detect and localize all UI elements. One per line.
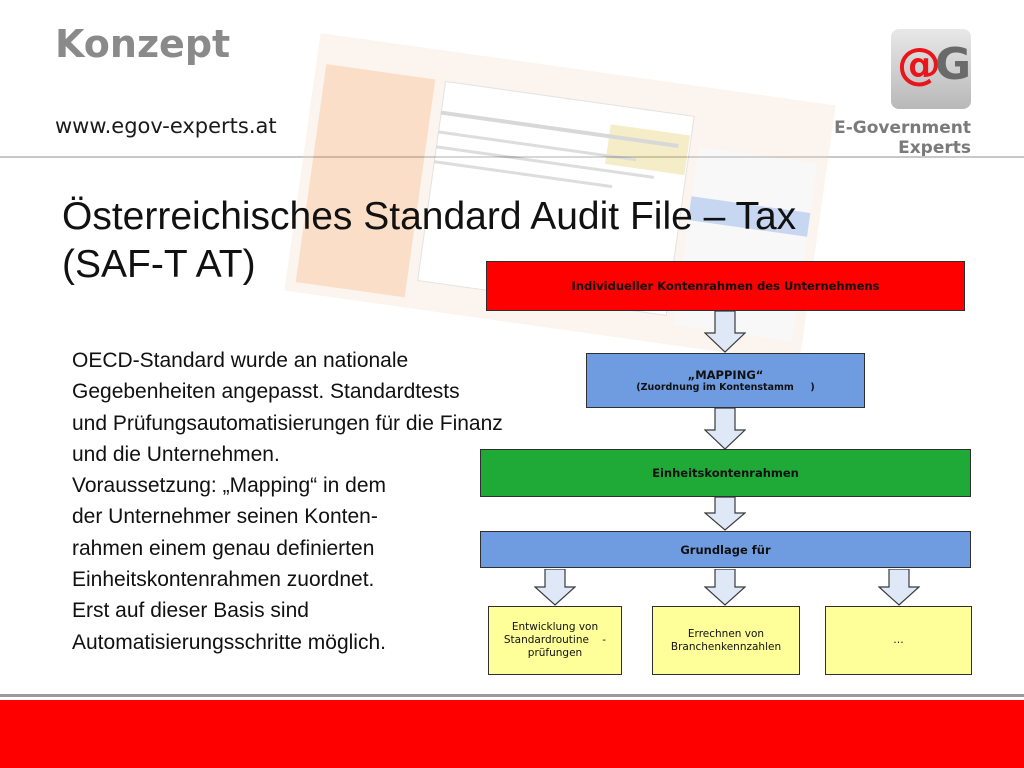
body-text: OECD-Standard wurde an nationale Gegeben… [72,345,612,658]
section-title: Konzept [55,22,231,66]
slide-title-line2: (SAF-T AT) [62,243,256,286]
body-line: OECD-Standard wurde an nationale [72,349,409,372]
website-url: www.egov-experts.at [55,114,277,138]
box-individual-chart-of-accounts-label: Individueller Kontenrahmen des Unternehm… [571,279,880,293]
body-line: rahmen einem genau definierten [72,536,375,560]
down-arrow-icon [704,569,746,606]
body-line: und Prüfungsautomatisierungen für die Fi… [72,411,503,435]
egov-logo: @G [891,29,971,109]
box-mapping: „MAPPING“ (Zuordnung im Kontenstamm ) [586,353,865,408]
mapping-subtitle: (Zuordnung im Kontenstamm ) [636,382,815,393]
output-text: Errechnen von [687,627,765,640]
logo-at-g-icon: @G [896,39,971,90]
output-ellipsis: … [893,634,904,646]
body-line: Gegebenheiten angepasst. Standardtests [72,380,460,404]
body-line: Einheitskontenrahmen zuordnet. [72,568,375,592]
footer-bar [0,700,1024,768]
slide-title: Österreichisches Standard Audit File – T… [62,193,942,289]
box-individual-chart-of-accounts: Individueller Kontenrahmen des Unternehm… [486,261,965,311]
box-unified-chart-of-accounts: Einheitskontenrahmen [480,449,971,497]
down-arrow-icon [534,569,576,606]
header-divider [0,156,1024,158]
body-line: der Unternehmer seinen Konten- [72,505,378,529]
output-text: Standardroutine - [503,634,607,646]
slide-title-line1: Österreichisches Standard Audit File – T… [62,195,797,238]
body-line: Voraussetzung: „Mapping“ in dem [72,474,387,498]
box-unified-chart-of-accounts-label: Einheitskontenrahmen [652,466,799,480]
box-output-industry-metrics: Errechnen von Branchenkennzahlen [652,606,800,675]
footer-divider [0,694,1024,697]
output-text: Branchenkennzahlen [670,640,782,653]
body-line: und die Unternehmen. [72,442,280,466]
down-arrow-icon [704,311,746,353]
output-text: prüfungen [527,647,583,659]
box-output-more: … [825,606,972,675]
output-text: Entwicklung von [511,621,599,633]
down-arrow-icon [704,497,746,531]
box-foundation-label: Grundlage für [680,542,771,557]
down-arrow-icon [878,569,920,606]
mapping-title: „MAPPING“ [687,368,764,382]
body-line: Automatisierungsschritte möglich. [72,630,386,654]
box-output-standard-routines: Entwicklung von Standardroutine - prüfun… [488,606,622,675]
down-arrow-icon [704,408,746,450]
box-foundation: Grundlage für [480,531,971,568]
body-line: Erst auf dieser Basis sind [72,599,309,623]
logo-caption: E-Government Experts [834,118,971,158]
